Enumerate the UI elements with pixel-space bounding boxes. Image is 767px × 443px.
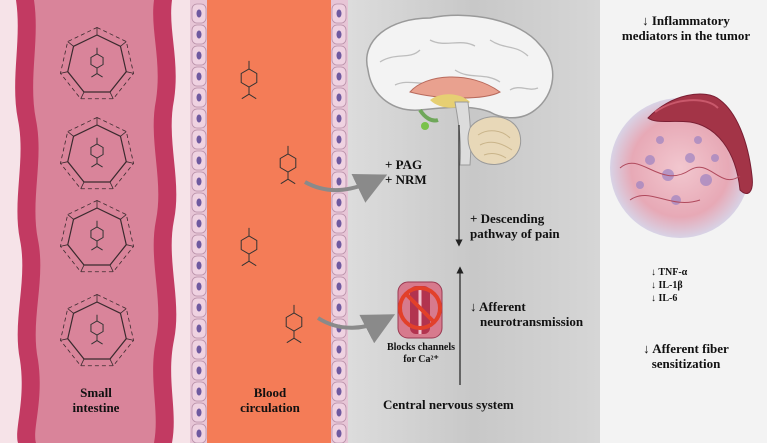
cytokine-il6: ↓ IL-6 — [651, 293, 678, 304]
cell-nucleus — [196, 261, 202, 270]
cell-nucleus — [196, 93, 202, 102]
tumor-illustration — [610, 93, 753, 238]
blood-vessel — [207, 0, 331, 443]
descending-label: + Descending pathway of pain — [470, 211, 560, 242]
brain-illustration — [365, 14, 554, 166]
blood-panel — [190, 0, 348, 443]
cell-nucleus — [336, 345, 342, 354]
blood-label: Blood circulation — [232, 385, 308, 416]
cell-nucleus — [196, 135, 202, 144]
cell-nucleus — [336, 408, 342, 417]
descending-line2: pathway of pain — [470, 225, 560, 241]
cell-nucleus — [196, 177, 202, 186]
cell-nucleus — [196, 387, 202, 396]
cell-nucleus — [196, 429, 202, 438]
cymene-molecule — [240, 227, 258, 267]
fiber-line1: ↓ Afferent fiber — [643, 341, 729, 356]
blood-label-line2: circulation — [240, 399, 300, 415]
cell-nucleus — [336, 261, 342, 270]
cyclodextrin-ring — [60, 27, 134, 100]
blocks-label: Blocks channels for Ca²⁺ — [384, 342, 458, 365]
cymene-molecule — [90, 137, 104, 168]
cyclodextrin-ring — [60, 294, 134, 367]
blocks-line1: Blocks channels — [386, 342, 456, 353]
afferent-line1: ↓ Afferent — [470, 299, 526, 314]
descending-line1: + Descending — [470, 211, 545, 226]
nrm-text: + NRM — [385, 171, 427, 187]
cell-nucleus — [336, 51, 342, 60]
inflammatory-line2: mediators in the tumor — [621, 27, 751, 43]
cell-nucleus — [196, 156, 202, 165]
cell-nucleus — [336, 219, 342, 228]
pag-label: + PAG + NRM — [385, 157, 427, 188]
cymene-molecules — [240, 60, 303, 344]
inflammatory-line1: ↓ Inflammatory — [642, 13, 730, 28]
intestine-label-line1: Small — [80, 385, 112, 400]
cytokine-list: ↓ TNF-α ↓ IL-1β ↓ IL-6 — [651, 266, 687, 305]
cell-nucleus — [336, 366, 342, 375]
cell-nucleus — [196, 324, 202, 333]
cell-nucleus — [336, 303, 342, 312]
cell-nucleus — [336, 9, 342, 18]
cell-nucleus — [336, 135, 342, 144]
cell-nucleus — [336, 198, 342, 207]
prohibited-icon — [398, 286, 442, 330]
afferent-line2: neurotransmission — [480, 313, 584, 329]
pag-text: + PAG — [385, 157, 423, 172]
cell-nucleus — [336, 30, 342, 39]
afferent-label: ↓ Afferent neurotransmission — [470, 299, 584, 330]
cell-nucleus — [196, 198, 202, 207]
cell-nucleus — [336, 429, 342, 438]
cell-nucleus — [196, 408, 202, 417]
cell-nucleus — [336, 240, 342, 249]
cell-nucleus — [196, 303, 202, 312]
intestine-label: Small intestine — [62, 385, 130, 416]
intestine-lumen — [33, 0, 159, 443]
vessel-cells-left — [191, 3, 207, 443]
cell-nucleus — [336, 72, 342, 81]
cell-nucleus — [196, 282, 202, 291]
cell-nucleus — [336, 156, 342, 165]
cell-nucleus — [336, 282, 342, 291]
intestine-label-line2: intestine — [72, 399, 120, 415]
cyclodextrin-ring — [60, 200, 134, 273]
calcium-channel-blocked — [397, 281, 443, 339]
cell-nucleus — [196, 366, 202, 375]
cns-label: Central nervous system — [383, 397, 514, 412]
cymene-molecule — [90, 220, 104, 251]
cymene-molecule — [285, 304, 303, 344]
cytokine-tnf: ↓ TNF-α — [651, 267, 688, 278]
cell-nucleus — [196, 72, 202, 81]
cell-nucleus — [196, 114, 202, 123]
cell-nucleus — [336, 387, 342, 396]
blood-label-line1: Blood — [253, 385, 287, 400]
cell-nucleus — [336, 114, 342, 123]
intestine-panel — [0, 0, 190, 443]
cell-nucleus — [196, 30, 202, 39]
cell-nucleus — [336, 93, 342, 102]
cell-nucleus — [336, 177, 342, 186]
cell-nucleus — [196, 219, 202, 228]
cell-nucleus — [196, 345, 202, 354]
blocks-line2: for Ca²⁺ — [403, 353, 439, 365]
cyclodextrin-complexes — [60, 27, 134, 367]
cytokine-il1: ↓ IL-1β — [651, 280, 683, 291]
cymene-molecule — [240, 60, 258, 100]
fiber-label: ↓ Afferent fiber sensitization — [612, 341, 760, 372]
cyclodextrin-ring — [60, 117, 134, 190]
arrow-to-channel — [316, 314, 396, 344]
cymene-molecule — [90, 314, 104, 345]
arrow-to-brain — [304, 173, 388, 203]
cell-nucleus — [196, 240, 202, 249]
cell-nucleus — [196, 51, 202, 60]
vessel-cells-right — [331, 3, 347, 443]
cymene-molecule — [279, 145, 297, 185]
cell-nucleus — [196, 9, 202, 18]
inflammatory-label: ↓ Inflammatory mediators in the tumor — [608, 13, 764, 44]
fiber-line2: sensitization — [651, 355, 721, 371]
cymene-molecule — [90, 47, 104, 78]
